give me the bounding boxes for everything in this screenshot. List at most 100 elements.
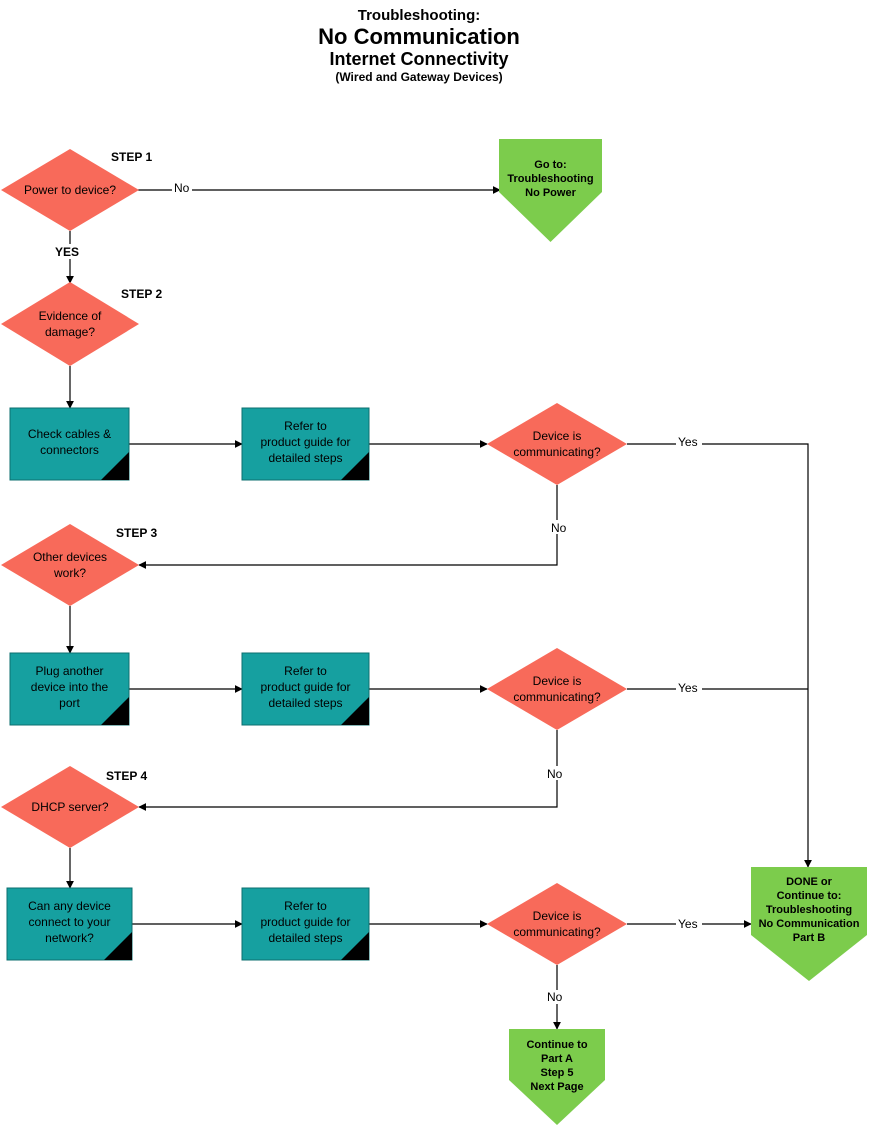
node-text-line: damage? xyxy=(45,325,95,339)
off-page-connector-shape xyxy=(509,1029,605,1125)
node-text-line: Evidence of xyxy=(39,309,102,323)
node-text-line: product guide for xyxy=(260,915,350,929)
node-text-line: communicating? xyxy=(513,690,601,704)
edge-comm2-no xyxy=(138,730,558,811)
node-text-line: detailed steps xyxy=(268,696,342,710)
node-text-line: communicating? xyxy=(513,925,601,939)
decision-comm3: Device is communicating? xyxy=(487,883,627,965)
decision-shape xyxy=(487,648,627,730)
label-comm1-yes: Yes xyxy=(678,435,698,449)
page-title: No Communication xyxy=(318,24,520,49)
label-power-yes: YES xyxy=(55,245,79,259)
node-text-line: Device is xyxy=(533,429,582,443)
decision-shape xyxy=(487,883,627,965)
header-line-4: (Wired and Gateway Devices) xyxy=(335,70,502,84)
node-text-line: Other devices xyxy=(33,550,107,564)
decision-dhcp: DHCP server? xyxy=(1,766,139,848)
edge-labels: No YES Yes No Yes No Yes No xyxy=(54,181,702,1004)
node-text-line: Go to: xyxy=(534,159,566,171)
node-text-line: Troubleshooting xyxy=(507,173,593,185)
node-text-line: Part B xyxy=(793,932,825,944)
corner-fold-icon xyxy=(341,697,369,725)
process-guide2: Refer to product guide for detailed steps xyxy=(241,652,370,726)
step-2-label: STEP 2 xyxy=(121,287,162,301)
process-shape xyxy=(241,887,370,961)
node-text-line: Power to device? xyxy=(24,183,116,197)
process-shape xyxy=(9,407,130,481)
edge-comm1-no xyxy=(138,485,558,569)
process-shape xyxy=(241,652,370,726)
process-shape xyxy=(9,652,130,726)
node-text-line: Continue to xyxy=(526,1039,587,1051)
node-text-line: No Communication xyxy=(759,918,860,930)
decision-shape xyxy=(1,282,139,366)
label-comm2-no: No xyxy=(547,767,563,781)
node-text-line: device into the xyxy=(31,680,109,694)
connectors xyxy=(66,186,812,1030)
label-comm3-yes: Yes xyxy=(678,917,698,931)
step-1-label: STEP 1 xyxy=(111,150,152,164)
terminal-nopower: Go to: Troubleshooting No Power xyxy=(499,139,602,242)
node-text-line: network? xyxy=(45,931,94,945)
label-power-no: No xyxy=(174,181,190,195)
node-text-line: Next Page xyxy=(530,1081,583,1093)
decision-shape xyxy=(1,524,139,606)
decision-comm1: Device is communicating? xyxy=(487,403,627,485)
terminal-partA: Continue to Part A Step 5 Next Page xyxy=(509,1029,605,1125)
process-guide1: Refer to product guide for detailed steps xyxy=(241,407,370,481)
node-text-line: Troubleshooting xyxy=(766,904,852,916)
off-page-connector-shape xyxy=(751,867,867,981)
node-text-line: Step 5 xyxy=(540,1067,573,1079)
node-text-line: Can any device xyxy=(28,899,111,913)
label-comm1-no: No xyxy=(551,521,567,535)
label-comm2-yes: Yes xyxy=(678,681,698,695)
process-network: Can any device connect to your network? xyxy=(6,887,133,961)
node-text-line: Refer to xyxy=(284,664,327,678)
corner-fold-icon xyxy=(101,452,129,480)
nodes: Power to device? Evidence of damage? Check … xyxy=(1,139,867,1125)
node-text-line: Plug another xyxy=(35,664,103,678)
header-line-1: Troubleshooting: xyxy=(358,7,480,24)
decision-damage: Evidence of damage? xyxy=(1,282,139,366)
process-plug: Plug another device into the port xyxy=(9,652,130,726)
node-text-line: Device is xyxy=(533,674,582,688)
node-text-line: No Power xyxy=(525,187,576,199)
node-text-line: communicating? xyxy=(513,445,601,459)
node-text-line: Device is xyxy=(533,909,582,923)
node-text-line: connect to your xyxy=(28,915,110,929)
process-guide3: Refer to product guide for detailed steps xyxy=(241,887,370,961)
node-text-line: DONE or xyxy=(786,876,833,888)
off-page-connector-shape xyxy=(499,139,602,242)
decision-shape xyxy=(1,149,139,231)
node-text-line: Refer to xyxy=(284,419,327,433)
corner-fold-icon xyxy=(101,697,129,725)
node-text-line: DHCP server? xyxy=(31,800,108,814)
node-text-line: port xyxy=(59,696,80,710)
node-text-line: Check cables & xyxy=(28,427,111,441)
decision-shape xyxy=(487,403,627,485)
process-cables: Check cables & connectors xyxy=(9,407,130,481)
node-text-line: product guide for xyxy=(260,680,350,694)
node-text-line: Continue to: xyxy=(777,890,842,902)
edge-comm1-yes xyxy=(627,443,812,868)
decision-power: Power to device? xyxy=(1,149,139,231)
node-text-line: detailed steps xyxy=(268,451,342,465)
process-shape xyxy=(6,887,133,961)
corner-fold-icon xyxy=(341,452,369,480)
step-3-label: STEP 3 xyxy=(116,526,157,540)
node-text-line: Refer to xyxy=(284,899,327,913)
terminal-done: DONE or Continue to: Troubleshooting No Com… xyxy=(751,867,867,981)
corner-fold-icon xyxy=(104,932,132,960)
corner-fold-icon xyxy=(341,932,369,960)
node-text-line: Part A xyxy=(541,1053,573,1065)
process-shape xyxy=(241,407,370,481)
decision-shape xyxy=(1,766,139,848)
decision-comm2: Device is communicating? xyxy=(487,648,627,730)
node-text-line: connectors xyxy=(40,443,99,457)
node-text-line: product guide for xyxy=(260,435,350,449)
node-text-line: detailed steps xyxy=(268,931,342,945)
step-4-label: STEP 4 xyxy=(106,769,147,783)
header-line-3: Internet Connectivity xyxy=(329,49,508,69)
